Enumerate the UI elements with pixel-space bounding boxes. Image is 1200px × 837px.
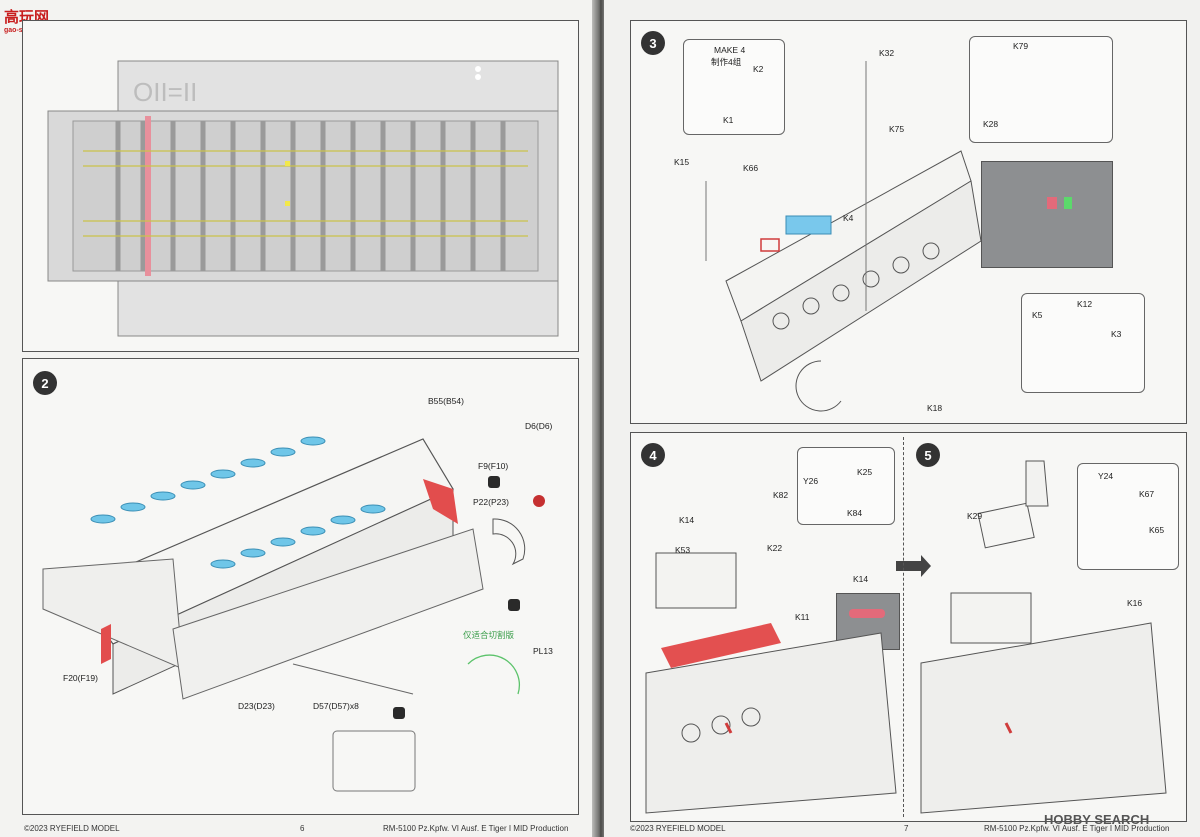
label-k29: K29 (967, 511, 983, 521)
hull-assembly-drawing (42, 436, 526, 792)
make4-callout (683, 39, 785, 135)
left-footer-page: 6 (300, 824, 305, 833)
label-pl13: PL13 (533, 646, 553, 656)
label-k1: K1 (723, 115, 734, 125)
label-k75: K75 (889, 124, 905, 134)
label-k53: K53 (675, 545, 691, 555)
label-k22: K22 (767, 543, 783, 553)
right-footer-product: RM-5100 Pz.Kpfw. VI Ausf. E Tiger I MID … (984, 824, 1170, 833)
label-k14: K14 (679, 515, 695, 525)
step-number-2: 2 (33, 371, 57, 395)
label-y26: Y26 (803, 476, 819, 486)
label-f20: F20(F19) (63, 673, 98, 683)
label-k12: K12 (1077, 299, 1093, 309)
label-y24: Y24 (1098, 471, 1114, 481)
glue-icon (488, 476, 500, 488)
label-f9: F9(F10) (478, 461, 509, 471)
step-number-3: 3 (641, 31, 665, 55)
cut-icon (533, 495, 545, 507)
right-page: 3 MAKE 4 制作4组 K2 K1 K32 K75 K79 K28 (604, 0, 1200, 837)
glue-icon-3 (393, 707, 405, 719)
label-k65: K65 (1149, 525, 1165, 535)
label-k4: K4 (843, 213, 854, 223)
label-d23: D23(D23) (238, 701, 275, 711)
y26-callout (797, 447, 895, 525)
label-note: 仅适合切割版 (463, 630, 515, 640)
label-d57: D57(D57)x8 (313, 701, 359, 711)
step1-panel: OII=II (22, 20, 579, 352)
glue-icon-2 (508, 599, 520, 611)
label-k84: K84 (847, 508, 863, 518)
step-number-5: 5 (916, 443, 940, 467)
label-k25: K25 (857, 467, 873, 477)
step-number-4: 4 (641, 443, 665, 467)
label-make4-cn: 制作4组 (711, 57, 742, 67)
k79-callout (969, 36, 1113, 143)
label-k5: K5 (1032, 310, 1043, 320)
label-k66: K66 (743, 163, 759, 173)
label-k82: K82 (773, 490, 789, 500)
step45-panel: 4 5 K14 K82 Y26 K25 K84 K22 K53 (630, 432, 1187, 822)
label-k32: K32 (879, 48, 895, 58)
step3-drawing (705, 61, 982, 412)
label-k14b: K14 (853, 574, 869, 584)
step-divider (903, 437, 904, 817)
label-b55: B55(B54) (428, 396, 464, 406)
label-d6: D6(D6) (525, 421, 553, 431)
left-footer-copyright: ©2023 RYEFIELD MODEL (24, 824, 120, 833)
right-footer-page: 7 (904, 824, 909, 833)
svg-text:OII=II: OII=II (133, 77, 197, 107)
k3-callout (1021, 293, 1145, 393)
left-page: 高玩网 gao-shou.com OII=II (0, 0, 596, 837)
label-p22: P22(P23) (473, 497, 509, 507)
left-footer-product: RM-5100 Pz.Kpfw. VI Ausf. E Tiger I MID … (383, 824, 569, 833)
reference-photo-3 (981, 161, 1113, 268)
label-k15: K15 (674, 157, 690, 167)
step3-panel: 3 MAKE 4 制作4组 K2 K1 K32 K75 K79 K28 (630, 20, 1187, 424)
label-make4: MAKE 4 (714, 45, 746, 55)
label-k67: K67 (1139, 489, 1155, 499)
right-footer-copyright: ©2023 RYEFIELD MODEL (630, 824, 726, 833)
label-k16: K16 (1127, 598, 1143, 608)
label-k11: K11 (795, 612, 810, 622)
step45-drawing (645, 460, 1167, 814)
label-k28: K28 (983, 119, 999, 129)
label-k79: K79 (1013, 41, 1029, 51)
step2-panel: 2 B55(B54) D6(D6) F9(F10) (22, 358, 579, 815)
label-k2: K2 (753, 64, 764, 74)
label-k18: K18 (927, 403, 943, 413)
y24-callout (1077, 463, 1179, 570)
label-k3: K3 (1111, 329, 1122, 339)
hobbysearch-watermark: HOBBY SEARCH (1044, 812, 1150, 827)
hull-interior-drawing: OII=II (47, 60, 559, 337)
